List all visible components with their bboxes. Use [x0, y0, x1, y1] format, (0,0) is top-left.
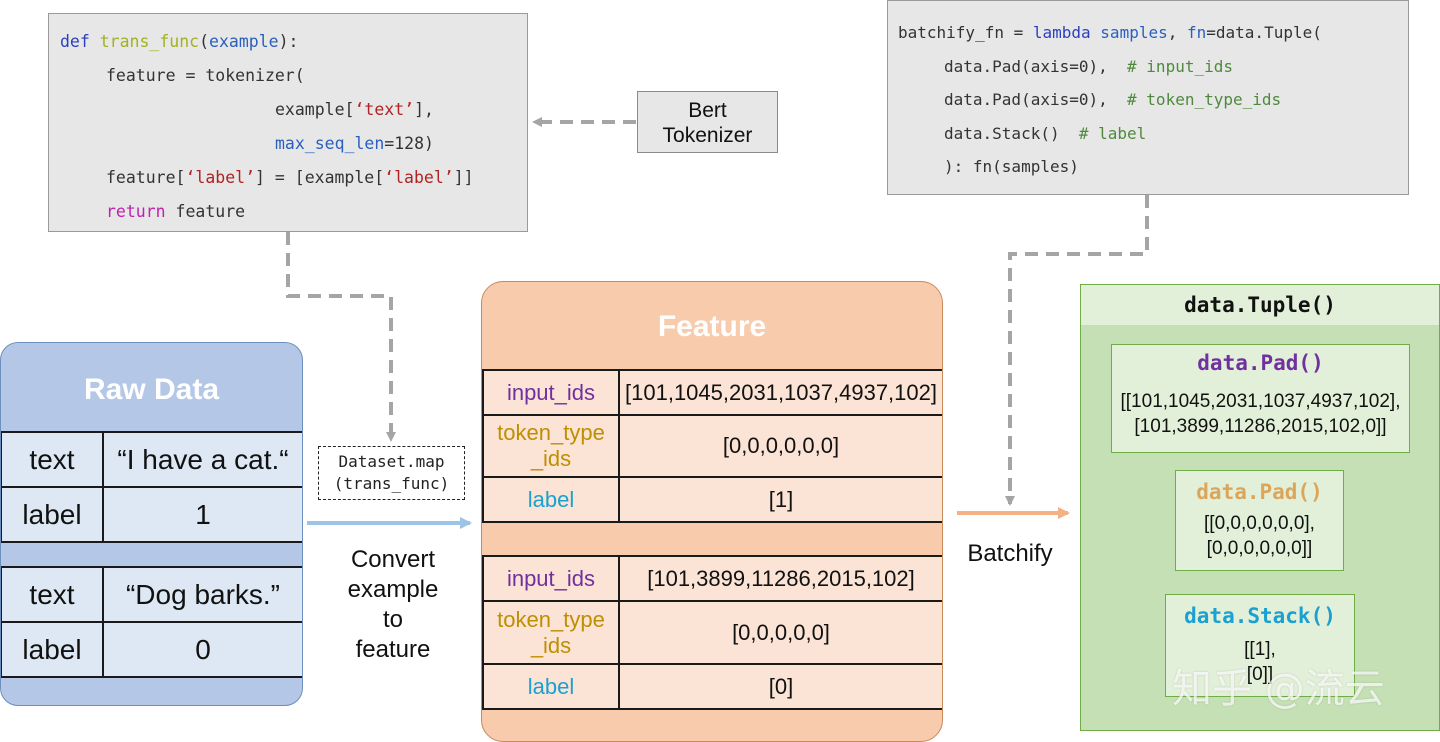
code-line-1: def trans_func(example): [60, 32, 299, 51]
pad-input-ids-body: [[101,1045,2031,1037,4937,102], [101,389… [1120, 391, 1401, 437]
raw-value: “Dog barks.” [102, 566, 302, 623]
stack-label-box: data.Stack() [[1], [0]] [1165, 594, 1355, 697]
pad-token-type-body: [[0,0,0,0,0,0], [0,0,0,0,0,0]] [1204, 513, 1315, 559]
code-line-4: max_seq_len=128) [275, 134, 434, 153]
raw-data-panel: Raw Data text “I have a cat.“ label 1 te… [0, 342, 303, 706]
feature-value: [101,3899,11286,2015,102] [618, 555, 942, 602]
convert-line-3: to [382, 606, 403, 633]
batchify-code-box: batchify_fn = lambda samples, fn=data.Tu… [887, 0, 1409, 195]
raw-key: label [1, 486, 104, 543]
feature-value: [1] [618, 476, 942, 523]
raw-key: text [1, 431, 104, 488]
code-line-2: feature = tokenizer( [106, 66, 305, 85]
feature-title: Feature [657, 310, 767, 343]
batchify-label: Batchify [967, 540, 1053, 567]
table-row: input_ids [101,3899,11286,2015,102] [482, 555, 942, 602]
feature-key: label [482, 663, 620, 710]
batchify-line-3: data.Pad(axis=0), # token_type_ids [944, 90, 1282, 109]
bert-tokenizer-box: Bert Tokenizer [637, 91, 778, 153]
feature-value: [101,1045,2031,1037,4937,102] [618, 369, 942, 416]
dataset-map-label: Dataset.map (trans_func) [318, 446, 465, 500]
code-line-3: example[‘text’], [275, 100, 434, 119]
feature-panel: Feature input_ids [101,1045,2031,1037,49… [481, 281, 943, 742]
feature-value: [0,0,0,0,0] [618, 600, 942, 665]
batchify-line-4: data.Stack() # label [944, 124, 1147, 143]
raw-table-example-2: text “Dog barks.” label 0 [1, 566, 302, 678]
table-row: text “Dog barks.” [1, 566, 302, 623]
tuple-title: data.Tuple() [1184, 293, 1336, 317]
stack-label-body: [[1], [0]] [1244, 639, 1276, 685]
tokenizer-line-2: Tokenizer [662, 124, 753, 147]
batchify-line-5: ): fn(samples) [944, 157, 1079, 176]
convert-label: Convert example to feature [318, 545, 468, 665]
raw-value: 1 [102, 486, 302, 543]
map-line-2: (trans_func) [333, 474, 450, 493]
feature-key: token_type_ids [482, 600, 620, 665]
table-row: label [0] [482, 663, 942, 710]
trans-func-connector [286, 232, 396, 442]
table-row: token_type_ids [0,0,0,0,0] [482, 600, 942, 665]
feature-key: token_type_ids [482, 414, 620, 478]
feature-value: [0,0,0,0,0,0] [618, 414, 942, 478]
code-line-5: feature[‘label’] = [example[‘label’]] [106, 168, 474, 187]
feature-key: input_ids [482, 369, 620, 416]
feature-key: label [482, 476, 620, 523]
raw-data-title: Raw Data [83, 373, 220, 406]
batchify-line-2: data.Pad(axis=0), # input_ids [944, 57, 1233, 76]
raw-value: “I have a cat.“ [102, 431, 302, 488]
pad-token-type-box: data.Pad() [[0,0,0,0,0,0], [0,0,0,0,0,0]… [1175, 470, 1344, 571]
pad-input-ids-head: data.Pad() [1197, 351, 1324, 375]
table-row: input_ids [101,1045,2031,1037,4937,102] [482, 369, 942, 416]
raw-key: label [1, 621, 104, 678]
map-line-1: Dataset.map [338, 452, 445, 471]
feature-value: [0] [618, 663, 942, 710]
code-line-6: return feature [106, 202, 246, 221]
stack-label-head: data.Stack() [1184, 604, 1336, 628]
pad-token-type-head: data.Pad() [1196, 480, 1323, 504]
table-row: label [1] [482, 476, 942, 523]
convert-line-4: feature [355, 636, 431, 663]
feature-table-example-1: input_ids [101,1045,2031,1037,4937,102] … [482, 369, 942, 523]
watermark-text: 知乎 @流云 [1172, 666, 1385, 712]
tuple-panel: data.Tuple() data.Pad() [[101,1045,2031,… [1080, 284, 1440, 731]
tuple-header: data.Tuple() [1081, 285, 1439, 325]
convert-line-2: example [347, 576, 439, 603]
raw-key: text [1, 566, 104, 623]
trans-func-code-box: def trans_func(example): feature = token… [48, 13, 528, 232]
feature-key: input_ids [482, 555, 620, 602]
table-row: token_type_ids [0,0,0,0,0,0] [482, 414, 942, 478]
table-row: text “I have a cat.“ [1, 431, 302, 488]
feature-table-example-2: input_ids [101,3899,11286,2015,102] toke… [482, 555, 942, 710]
pad-input-ids-box: data.Pad() [[101,1045,2031,1037,4937,102… [1111, 344, 1410, 453]
batchify-line-1: batchify_fn = lambda samples, fn=data.Tu… [898, 23, 1322, 42]
raw-value: 0 [102, 621, 302, 678]
tokenizer-line-1: Bert [688, 99, 727, 122]
batchify-fn-connector [1005, 195, 1149, 506]
table-row: label 0 [1, 621, 302, 678]
table-row: label 1 [1, 486, 302, 543]
convert-line-1: Convert [350, 546, 436, 573]
raw-table-example-1: text “I have a cat.“ label 1 [1, 431, 302, 543]
